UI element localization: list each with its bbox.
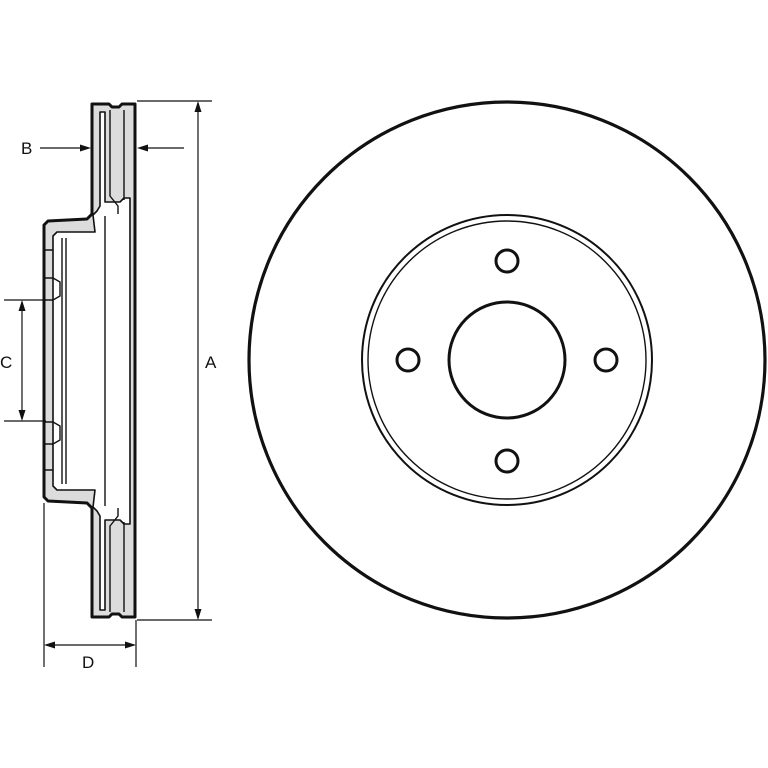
dim-label-d: D — [82, 653, 94, 672]
dim-d-arrow-right — [125, 642, 136, 649]
center-bore — [449, 302, 565, 418]
dim-d-arrow-left — [44, 642, 55, 649]
dim-c-arrow-bottom — [19, 410, 26, 421]
dim-a-arrow-top — [195, 101, 202, 112]
dim-a-arrow-bottom — [195, 609, 202, 620]
dim-label-b: B — [21, 139, 32, 158]
bolt-hole-left — [397, 349, 419, 371]
side-section-view — [44, 104, 135, 617]
bolt-hole-top — [496, 250, 518, 272]
front-view — [249, 102, 765, 618]
dim-label-c: C — [0, 353, 12, 372]
dim-b-arrow-right — [137, 145, 148, 152]
bolt-hole-bottom — [496, 450, 518, 472]
dim-label-a: A — [205, 353, 217, 372]
dim-b-arrow-left — [80, 145, 91, 152]
bolt-hole-right — [595, 349, 617, 371]
dim-c-arrow-top — [19, 300, 26, 311]
